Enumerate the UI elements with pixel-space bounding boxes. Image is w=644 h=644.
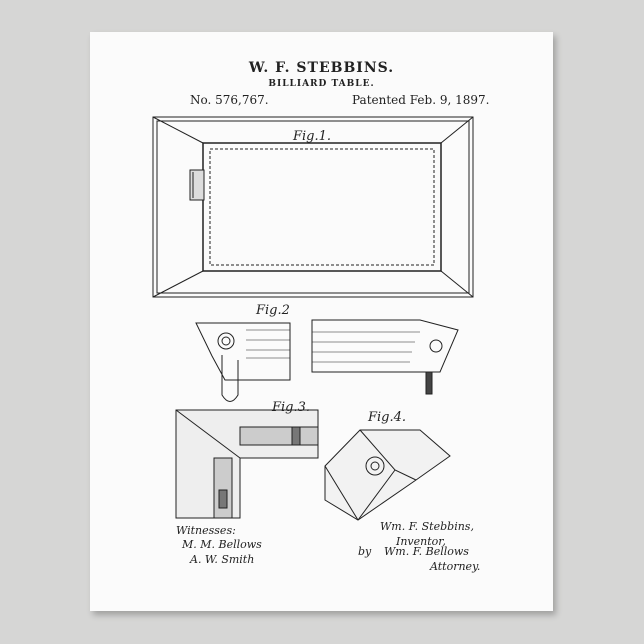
witness-name: A. W. Smith bbox=[190, 553, 254, 566]
attorney-signature: Wm. F. Bellows bbox=[384, 545, 469, 558]
fig2-cushion-section bbox=[196, 320, 458, 402]
fig4-perspective-corner bbox=[325, 430, 450, 520]
attorney-role: Attorney. bbox=[430, 560, 480, 573]
fig3-corner-section bbox=[176, 410, 318, 518]
inventor-signature: Wm. F. Stebbins, bbox=[380, 520, 474, 533]
fig1-billiard-table bbox=[153, 117, 473, 297]
figure-label: Fig.1. bbox=[293, 129, 331, 144]
witness-name: M. M. Bellows bbox=[182, 538, 262, 551]
figure-label: Fig.4. bbox=[368, 410, 406, 425]
figure-label: Fig.2 bbox=[256, 303, 290, 318]
figure-label: Fig.3. bbox=[272, 400, 310, 415]
witnesses-label: Witnesses: bbox=[176, 524, 236, 537]
by-label: by bbox=[358, 545, 371, 558]
